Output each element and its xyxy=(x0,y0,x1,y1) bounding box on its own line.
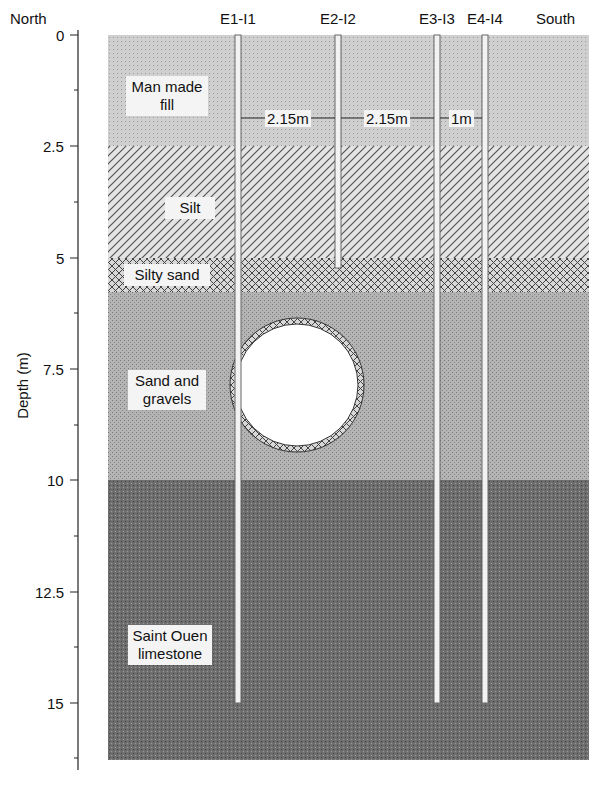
tunnel xyxy=(236,324,358,446)
compass-label: North xyxy=(10,10,47,27)
inclinometer-label: E1-I1 xyxy=(220,10,256,27)
layer-label: Silt xyxy=(165,197,215,219)
dimension: 2.15m xyxy=(265,110,311,127)
inclinometer-pile xyxy=(235,35,241,703)
inclinometer-pile xyxy=(335,35,341,268)
tick-label: 10 xyxy=(47,472,64,489)
layer-label: Man made fill xyxy=(126,76,208,116)
tick-label: 2.5 xyxy=(43,138,64,155)
layer-name: Silt xyxy=(169,199,211,217)
inclinometer-pile xyxy=(434,35,440,703)
dimension: 2.15m xyxy=(364,110,410,127)
layer-name: Silty sand xyxy=(128,266,206,284)
silt-layer xyxy=(108,146,589,258)
compass-label: South xyxy=(536,10,575,27)
layer-name: Sand and gravels xyxy=(132,372,202,408)
tick-label: 5 xyxy=(56,250,64,267)
sand-layer xyxy=(108,292,589,480)
dimension: 1m xyxy=(449,110,474,127)
layer-name: Man made fill xyxy=(130,78,204,114)
layer-label: Silty sand xyxy=(124,264,210,286)
axis-ticks xyxy=(70,35,78,703)
axis-title: Depth (m) xyxy=(14,352,31,419)
layer-label: Sand and gravels xyxy=(128,370,206,410)
inclinometer-label: E4-I4 xyxy=(467,10,503,27)
inclinometer-pile xyxy=(482,35,488,703)
tick-label: 0 xyxy=(56,27,64,44)
inclinometer-label: E3-I3 xyxy=(419,10,455,27)
layer-label: Saint Ouen limestone xyxy=(128,625,212,665)
tunnel-lining xyxy=(230,318,364,452)
axis-minor-ticks xyxy=(74,90,78,758)
layer-name: Saint Ouen limestone xyxy=(132,627,208,663)
tick-label: 12.5 xyxy=(35,584,64,601)
tick-label: 15 xyxy=(47,695,64,712)
fill-layer xyxy=(108,35,589,146)
inclinometer-label: E2-I2 xyxy=(320,10,356,27)
silty-sand-layer xyxy=(108,258,589,292)
limestone-layer xyxy=(108,480,589,760)
depth-axis xyxy=(77,30,78,770)
tick-label: 7.5 xyxy=(43,361,64,378)
